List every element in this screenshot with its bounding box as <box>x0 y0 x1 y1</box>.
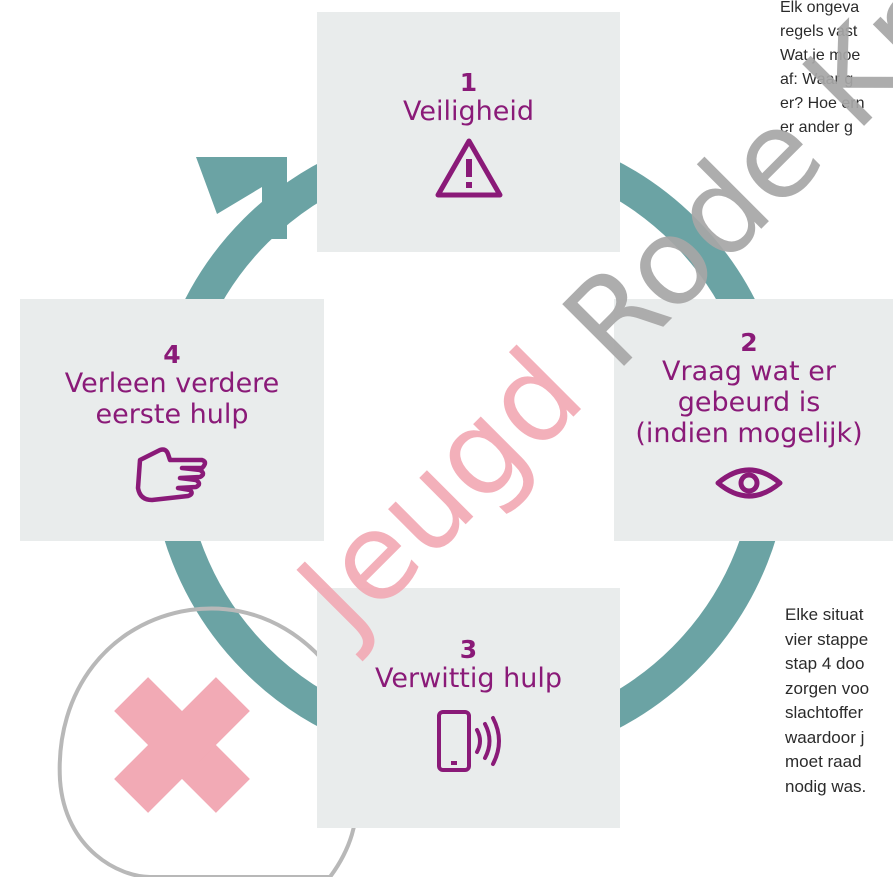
step-number: 4 <box>163 340 181 369</box>
text-line: waardoor j <box>785 727 865 747</box>
text-line: Elke situat <box>785 605 864 624</box>
text-line: Elk ongeva <box>780 0 860 16</box>
text-line: Wat je moe <box>780 47 861 64</box>
step-label-line-1: Verleen verdere <box>64 368 280 399</box>
step-number: 2 <box>740 328 758 357</box>
side-text-top-clip: Elk ongeva regels vast Wat je moe af: Wa… <box>0 0 893 200</box>
text-line: zorgen voo <box>785 678 870 698</box>
text-line: moet raad <box>785 752 862 771</box>
hand-pointing-icon <box>135 447 208 503</box>
step-number: 1 <box>459 68 478 97</box>
step-label-line-2: eerste hulp <box>95 399 249 430</box>
text-line: nodig was. <box>785 776 867 796</box>
text-line: slachtoffer <box>785 703 864 722</box>
step-1-box: 1 Veiligheid <box>317 12 620 252</box>
text-line: stap 4 doo <box>785 654 865 673</box>
warning-triangle-icon <box>435 138 502 198</box>
step-label-line-2: gebeurd is <box>677 387 821 418</box>
text-line: er? Hoe ern <box>780 95 865 112</box>
step-number: 3 <box>459 635 478 664</box>
text-line: regels vast <box>780 23 858 40</box>
text-line: er ander g <box>780 119 853 136</box>
step-label: Veiligheid <box>403 96 534 127</box>
side-paragraph-top: Elk ongeva regels vast Wat je moe af: Wa… <box>780 0 865 140</box>
text-line: af: Waar g <box>780 71 854 88</box>
side-paragraph-bottom: Elke situat vier stappe stap 4 doo zorge… <box>785 603 869 799</box>
text-line: vier stappe <box>785 629 869 649</box>
phone-calling-icon <box>436 710 501 772</box>
step-4-box: 4 Verleen verdere eerste hulp <box>20 299 324 541</box>
cycle-arrowhead <box>196 157 287 239</box>
step-2-box: 2 Vraag wat er gebeurd is (indien mogeli… <box>614 299 893 541</box>
step-label: Verwittig hulp <box>375 663 562 694</box>
eye-icon <box>715 467 783 499</box>
step-label-line-1: Vraag wat er <box>662 356 836 387</box>
cross-icon <box>114 677 250 813</box>
step-3-box: 3 Verwittig hulp <box>317 588 620 828</box>
step-label-line-3: (indien mogelijk) <box>635 418 863 449</box>
